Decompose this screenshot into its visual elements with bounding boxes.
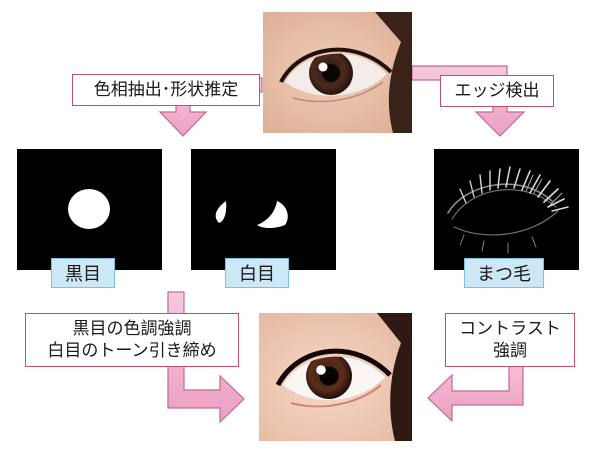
source-eye-photo [263, 12, 412, 133]
enhance-label-line1: 黒目の色調強調 [72, 319, 192, 339]
eyelash-edge-map [447, 166, 569, 254]
eye-image [263, 12, 412, 133]
color-shape-label: 色相抽出･形状推定 [72, 74, 260, 106]
enhance-label-line2: 白目のトーン引き締め [47, 341, 217, 361]
enhance-label: 黒目の色調強調 白目のトーン引き締め [25, 313, 239, 367]
result-eye-image [259, 313, 412, 441]
black-eye-mask-panel [17, 149, 162, 270]
white-eye-mask-panel [191, 149, 336, 270]
contrast-label-line1: コントラスト [459, 319, 561, 339]
white-eye-tag: 白目 [225, 258, 289, 288]
eyelash-tag: まつ毛 [464, 258, 544, 288]
white-eye-mask [215, 201, 288, 228]
result-eye-photo [259, 313, 412, 441]
arrow-contrast-to-result [427, 345, 524, 423]
black-eye-mask [68, 189, 110, 229]
eyelash-edge-panel [434, 149, 579, 270]
edge-detection-label: エッジ検出 [440, 75, 554, 107]
black-eye-tag: 黒目 [51, 258, 115, 288]
contrast-label-line2: 強調 [493, 341, 527, 361]
contrast-label: コントラスト 強調 [445, 313, 575, 367]
